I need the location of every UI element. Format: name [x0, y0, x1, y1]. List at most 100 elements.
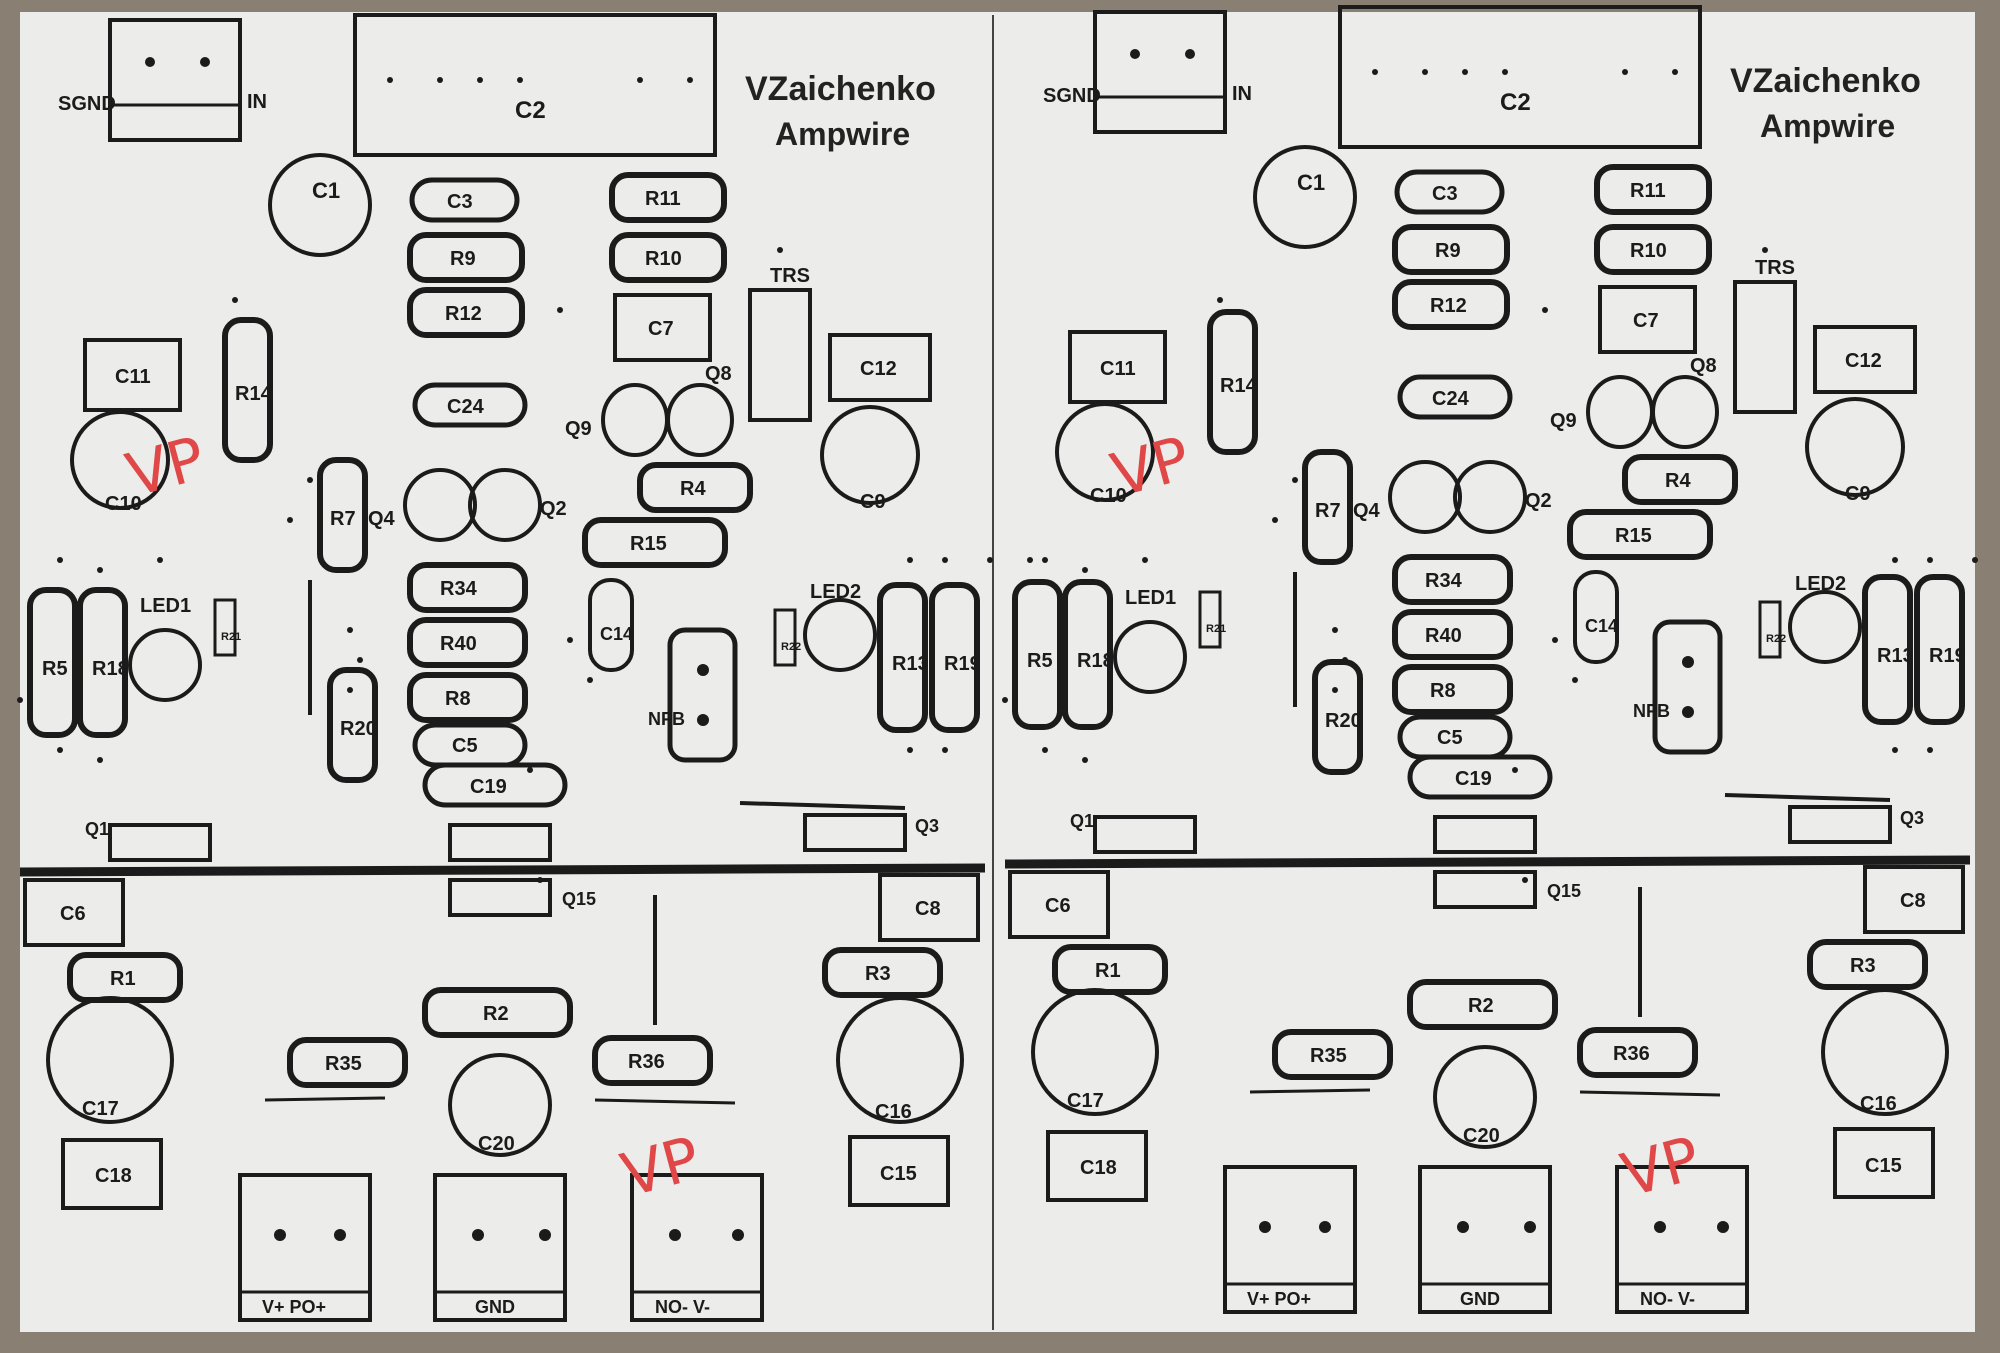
sgnd-label: SGND — [58, 93, 116, 115]
r8-label: R8 — [445, 688, 471, 710]
q15-transistor-top — [1433, 815, 1537, 854]
c5-label: C5 — [1437, 727, 1463, 749]
r11-resistor — [609, 172, 727, 223]
r13-label: R13 — [1877, 645, 1914, 667]
terminal-vpo: V+ PO+ — [1223, 1165, 1357, 1314]
c14-capacitor — [1573, 570, 1619, 664]
c11-label: C11 — [115, 366, 151, 388]
term-novm-label: NO- V- — [1640, 1289, 1695, 1309]
term-vpo-label: V+ PO+ — [262, 1297, 326, 1317]
r36-resistor — [1577, 1027, 1698, 1078]
via-hole — [907, 557, 913, 563]
r34-label: R34 — [440, 578, 478, 600]
terminal-gnd: GND — [1418, 1165, 1552, 1314]
via-hole — [17, 697, 23, 703]
r20-label: R20 — [1325, 710, 1362, 732]
r9-label: R9 — [1435, 240, 1461, 262]
r10-label: R10 — [645, 248, 682, 270]
input-terminal: SGND IN — [58, 18, 267, 142]
c3-label: C3 — [447, 191, 473, 213]
q1-label: Q1 — [1070, 811, 1094, 831]
c6-capacitor — [1008, 870, 1110, 939]
c3-label: C3 — [1432, 183, 1458, 205]
r8-resistor — [407, 672, 528, 723]
r19-label: R19 — [944, 653, 981, 675]
c8-label: C8 — [1900, 890, 1926, 912]
via-hole — [357, 657, 363, 663]
via-hole — [1342, 657, 1348, 663]
c19-label: C19 — [470, 776, 507, 798]
r14-resistor — [222, 317, 273, 463]
c9-label: C9 — [860, 491, 886, 513]
c16-capacitor — [836, 996, 964, 1124]
q4-label: Q4 — [368, 508, 396, 530]
c9-label: C9 — [1845, 483, 1871, 505]
q15-label: Q15 — [1547, 881, 1581, 901]
r21-label: R21 — [1206, 623, 1226, 635]
q1-label: Q1 — [85, 819, 109, 839]
led2 — [1788, 590, 1862, 664]
r7-resistor — [1302, 449, 1353, 565]
via-hole — [1522, 877, 1528, 883]
via-hole — [1272, 517, 1278, 523]
r22-label: R22 — [781, 641, 801, 653]
c10-label: C10 — [105, 493, 142, 515]
via-hole — [307, 477, 313, 483]
via-hole — [1042, 557, 1048, 563]
r40-label: R40 — [1425, 625, 1462, 647]
via-hole — [347, 687, 353, 693]
r14-label: R14 — [235, 383, 273, 405]
q4-label: Q4 — [1353, 500, 1381, 522]
nfb-connector — [1652, 619, 1723, 755]
r9-label: R9 — [450, 248, 476, 270]
r4-label: R4 — [1665, 470, 1691, 492]
r11-resistor — [1594, 164, 1712, 215]
c8-capacitor — [878, 873, 980, 942]
c12-label: C12 — [860, 358, 897, 380]
via-hole — [1002, 697, 1008, 703]
r4-resistor — [1622, 454, 1738, 505]
q3-transistor — [1788, 805, 1892, 844]
via-hole — [57, 747, 63, 753]
r15-resistor — [582, 517, 728, 568]
c16-label: C16 — [1860, 1093, 1897, 1115]
q4-transistor — [403, 468, 477, 542]
c3-capacitor — [409, 177, 520, 223]
via-hole — [942, 557, 948, 563]
led1 — [1113, 620, 1187, 694]
r35-label: R35 — [1310, 1045, 1347, 1067]
term-vpo-label: V+ PO+ — [1247, 1289, 1311, 1309]
via-hole — [97, 757, 103, 763]
c18-label: C18 — [95, 1165, 132, 1187]
term-novm-label: NO- V- — [655, 1297, 710, 1317]
via-hole — [1552, 637, 1558, 643]
c9-capacitor — [1805, 397, 1905, 497]
r4-label: R4 — [680, 478, 706, 500]
c18-capacitor — [1046, 1130, 1148, 1202]
r9-resistor — [407, 232, 525, 283]
trs-label: TRS — [1755, 257, 1795, 279]
c6-capacitor — [23, 878, 125, 947]
via-hole — [1142, 557, 1148, 563]
q15-transistor — [1433, 870, 1537, 909]
r22-label: R22 — [1766, 633, 1786, 645]
via-hole — [1332, 687, 1338, 693]
q3-transistor — [803, 813, 907, 852]
c7-label: C7 — [648, 318, 674, 340]
r5-label: R5 — [42, 658, 68, 680]
c15-capacitor — [848, 1135, 950, 1207]
r20-resistor — [327, 667, 378, 783]
c19-label: C19 — [1455, 768, 1492, 790]
r11-label: R11 — [645, 188, 681, 210]
c20-capacitor — [448, 1053, 552, 1157]
r34-resistor — [407, 562, 528, 613]
q8-transistor — [1651, 375, 1719, 449]
r2-resistor — [1407, 979, 1558, 1030]
heatsink-line — [19, 863, 986, 877]
c14-label: C14 — [1585, 616, 1618, 636]
brand-line1: VZaichenko — [745, 70, 936, 108]
c1-label: C1 — [1297, 170, 1325, 195]
via-hole — [1762, 247, 1768, 253]
q8-label: Q8 — [1690, 355, 1717, 377]
